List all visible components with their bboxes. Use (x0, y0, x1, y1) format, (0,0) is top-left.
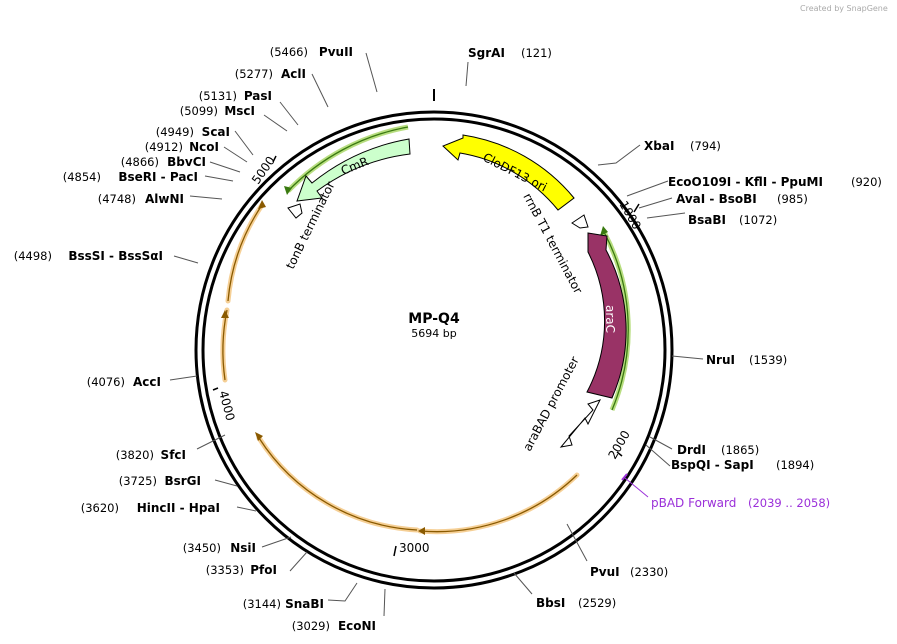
site-pos-avai: (985) (777, 192, 808, 206)
orf-arrowhead-left-lower (221, 310, 229, 318)
primer-marker (621, 473, 628, 481)
feature-arabad-promoter[interactable] (559, 399, 601, 448)
orf-arc-bottom (417, 472, 580, 535)
site-label-scai[interactable]: ScaI (202, 125, 230, 139)
orf-arrowhead-left (258, 200, 266, 209)
primer-range: (2039 .. 2058) (748, 496, 830, 510)
site-label-avai[interactable]: AvaI - BsoBI (676, 192, 757, 206)
tick-mark-1000 (633, 203, 640, 213)
site-label-snabi[interactable]: SnaBI (285, 597, 324, 611)
feature-cmr[interactable] (296, 138, 411, 202)
site-pos-snabi: (3144) (243, 597, 281, 611)
tick-label-2000: 2000 (605, 428, 632, 461)
site-pos-ncoi: (4912) (145, 140, 183, 154)
site-pos-acli: (5277) (235, 67, 273, 81)
site-pos-bseri: (4854) (63, 170, 101, 184)
orf-arrowhead-arac (600, 226, 608, 236)
site-label-bbsi[interactable]: BbsI (536, 596, 565, 610)
site-label-ncoi[interactable]: NcoI (189, 140, 219, 154)
backbone-inner-ring (201, 117, 667, 583)
site-pos-msci: (5099) (180, 104, 218, 118)
feature-rrnb-terminator[interactable] (571, 214, 589, 229)
watermark-text: Created by SnapGene (800, 4, 888, 13)
site-pos-bbsi: (2529) (578, 596, 616, 610)
site-pos-bbvci: (4866) (121, 155, 159, 169)
orf-arc-lower-left (256, 435, 420, 533)
site-label-nrui[interactable]: NruI (706, 353, 735, 367)
site-label-bseri[interactable]: BseRI - PacI (118, 170, 198, 184)
site-label-eco0109i[interactable]: EcoO109I - KflI - PpuMI (668, 175, 823, 189)
tick-mark-4000 (212, 387, 219, 391)
primer-leader-line (624, 477, 649, 498)
site-label-sgrai[interactable]: SgrAI (468, 46, 505, 60)
tick-mark-3000 (393, 545, 397, 557)
site-label-acci[interactable]: AccI (133, 375, 161, 389)
tick-mark-5000 (272, 155, 277, 163)
feature-arac[interactable] (586, 232, 627, 399)
site-pos-econi: (3029) (292, 619, 330, 633)
feature-tonb-terminator[interactable] (287, 203, 303, 219)
feature-label-cmr: CmR (339, 154, 371, 178)
feature-label-arac: araC (603, 305, 617, 333)
site-pos-nsii: (3450) (183, 541, 221, 555)
site-pos-drdi: (1865) (721, 443, 759, 457)
site-label-pfoi[interactable]: PfoI (250, 563, 277, 577)
site-label-hincii[interactable]: HincII - HpaI (137, 501, 220, 515)
site-label-pasi[interactable]: PasI (244, 89, 272, 103)
site-label-bbvci[interactable]: BbvCI (167, 155, 206, 169)
site-pos-eco0109i: (920) (851, 175, 882, 189)
feature-clodf13-ori[interactable] (442, 134, 575, 211)
plasmid-name: MP-Q4 (408, 311, 460, 327)
site-label-msci[interactable]: MscI (224, 104, 255, 118)
site-pos-acci: (4076) (87, 375, 125, 389)
tick-label-3000: 3000 (399, 541, 430, 555)
site-label-bsabi[interactable]: BsaBI (688, 213, 726, 227)
site-pos-sgrai: (121) (521, 46, 552, 60)
site-pos-scai: (4949) (156, 125, 194, 139)
site-label-econi[interactable]: EcoNI (338, 619, 376, 633)
site-leader-lines (169, 52, 704, 617)
site-pos-pvui: (2330) (630, 565, 668, 579)
tick-mark-2000 (616, 451, 623, 457)
site-pos-alwni: (4748) (98, 192, 136, 206)
site-label-drdi[interactable]: DrdI (677, 443, 706, 457)
site-label-pvuii[interactable]: PvuII (319, 45, 353, 59)
site-label-bsssi[interactable]: BssSI - BssSαI (68, 249, 163, 263)
orf-arrowhead-bottom (418, 527, 425, 535)
site-label-nsii[interactable]: NsiI (230, 541, 256, 555)
plasmid-size: 5694 bp (411, 327, 456, 340)
site-pos-pvuii: (5466) (270, 45, 308, 59)
site-label-pvui[interactable]: PvuI (590, 565, 620, 579)
site-pos-bsrgi: (3725) (119, 474, 157, 488)
site-label-acli[interactable]: AclI (281, 67, 306, 81)
feature-label-rrnb-terminator: rrnB T1 terminator (520, 191, 585, 296)
orf-arc-cmr (287, 126, 409, 192)
feature-label-arabad-promoter: araBAD promoter (520, 354, 582, 453)
site-pos-pfoi: (3353) (206, 563, 244, 577)
site-pos-hincii: (3620) (81, 501, 119, 515)
primer-name[interactable]: pBAD Forward (651, 496, 736, 510)
orf-arrowhead-cmr (284, 186, 292, 195)
site-pos-bsssi: (4498) (14, 249, 52, 263)
backbone-outer-ring (194, 110, 674, 590)
site-label-xbai[interactable]: XbaI (644, 139, 674, 153)
site-pos-pasi: (5131) (199, 89, 237, 103)
site-pos-xbai: (794) (690, 139, 721, 153)
site-label-alwni[interactable]: AlwNI (145, 192, 184, 206)
site-pos-nrui: (1539) (749, 353, 787, 367)
site-pos-sfci: (3820) (116, 448, 154, 462)
tick-label-4000: 4000 (216, 389, 237, 422)
orf-arrowhead-lower-left (255, 432, 263, 441)
site-pos-bsabi: (1072) (739, 213, 777, 227)
site-label-bspqi[interactable]: BspQI - SapI (671, 458, 754, 472)
site-pos-bspqi: (1894) (776, 458, 814, 472)
site-label-bsrgi[interactable]: BsrGI (164, 474, 201, 488)
site-label-sfci[interactable]: SfcI (161, 448, 186, 462)
orf-arc-arac (603, 231, 629, 411)
